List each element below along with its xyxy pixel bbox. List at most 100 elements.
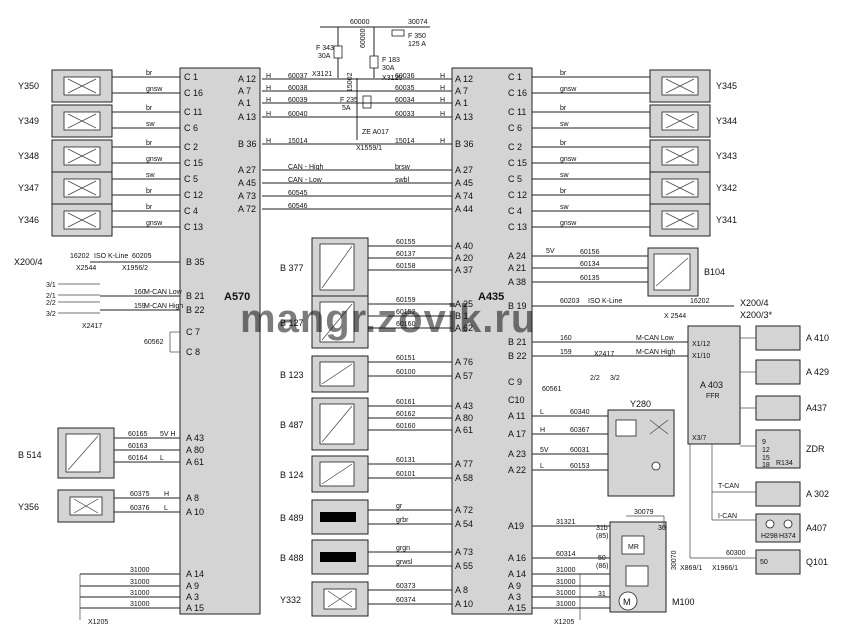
wire-number-label: brsw	[395, 164, 411, 171]
pin-label: A 61	[186, 457, 204, 467]
wire-number-label: 60031	[570, 447, 590, 454]
pin-label: A 27	[455, 165, 473, 175]
motor-symbol	[618, 591, 638, 611]
pin-label: C 4	[184, 206, 198, 216]
pin-label: A 12	[455, 74, 473, 84]
pin-label: A 77	[455, 459, 473, 469]
mcan-label: M-CAN High	[144, 303, 183, 310]
wire-number-label: 60038	[288, 85, 308, 92]
wire-60205-label: 60205	[132, 253, 152, 260]
conn-x1205-left-label: X1205	[88, 619, 108, 626]
conn-x2417-label: X2417	[594, 351, 614, 358]
valve-y280-sensor	[651, 461, 661, 471]
wire-color-label: gnsw	[146, 220, 163, 227]
sensor-b489-label: B 489	[280, 513, 304, 523]
pin-label: B 22	[508, 351, 527, 361]
zdr-pin-9: 9	[762, 439, 766, 446]
ican-label: I-CAN	[718, 513, 737, 520]
pin-label: A19	[508, 521, 524, 531]
kline-label: ISO K-Line	[588, 298, 622, 305]
wire-color-label: br	[560, 105, 567, 112]
pin-label: A 55	[455, 561, 473, 571]
sensor-y332-label: Y332	[280, 595, 301, 605]
pin-label: C 7	[186, 327, 200, 337]
module-a403	[687, 325, 741, 445]
pin-label: B 21	[186, 291, 205, 301]
pin-label: B 21	[508, 337, 527, 347]
conn-x2544-label: X2544	[76, 265, 96, 272]
m100-pin-50: 50	[598, 555, 606, 562]
wire-number-label: 60135	[580, 275, 600, 282]
zdr-pin-15: 15	[762, 455, 770, 462]
module-q101	[755, 549, 801, 575]
solenoid-label: Y348	[18, 151, 39, 161]
valve-y356-label: Y356	[18, 502, 39, 512]
module-zdr	[755, 429, 801, 469]
wire-number-label: 60100	[396, 369, 416, 376]
pin-label: B 22	[186, 305, 205, 315]
sensor-b104-label: B104	[704, 267, 725, 277]
pin-label: C 15	[508, 158, 527, 168]
solenoid-y348-symbol-line2	[67, 148, 97, 164]
wire-number-label: gr	[396, 503, 403, 510]
mcan-terminal-label: 3/1	[46, 282, 56, 289]
wire-30079-label: 30079	[634, 509, 654, 516]
sensor-b488-label: B 488	[280, 553, 304, 563]
solenoid-label: Y343	[716, 151, 737, 161]
lamp-h374	[783, 519, 793, 529]
watermark-text: mangr.zovik.ru	[240, 297, 536, 341]
pin-label: C 6	[508, 123, 522, 133]
pin-label: A 57	[455, 371, 473, 381]
level-label: H	[440, 85, 445, 92]
wire-60561-label: 60561	[542, 386, 562, 393]
wire-16202-label: 16202	[70, 253, 90, 260]
pin-label: A 7	[455, 86, 468, 96]
wire-number-label: 60153	[570, 463, 590, 470]
pin-label: B 19	[508, 301, 527, 311]
wire-number-label: 60545	[288, 190, 308, 197]
ecu-a435	[451, 67, 533, 615]
pin-label: C10	[508, 395, 525, 405]
fuse-f235-label: F 235	[340, 97, 358, 104]
module-a410	[755, 325, 801, 351]
wire-number-label: 60036	[395, 73, 415, 80]
pin-label: A 14	[186, 569, 204, 579]
wire-number-label: 31000	[130, 590, 150, 597]
conn-x3-7-label: X3/7	[692, 435, 707, 442]
motor-m-letter: M	[623, 597, 631, 607]
module-a302-label: A 302	[806, 489, 829, 499]
lamp-h298	[765, 519, 775, 529]
wire-color-label: br	[146, 188, 153, 195]
pin-label: A 16	[508, 553, 526, 563]
wire-number-label: grwsl	[396, 559, 413, 566]
pin-label: A 1	[455, 98, 468, 108]
conn-x1-10-label: X1/10	[692, 353, 710, 360]
solenoid-y347-symbol-line2	[67, 180, 97, 196]
wire-color-label: br	[146, 70, 153, 77]
zdr-pin-12: 12	[762, 447, 770, 454]
module-a403-label: A 403	[700, 380, 723, 390]
wire-60300-label: 60300	[726, 550, 746, 557]
solenoid-label: Y344	[716, 116, 737, 126]
wire-number-label: 60151	[396, 355, 416, 362]
wire-number-label: 60373	[396, 583, 416, 590]
q101-pin-label: 50	[760, 559, 768, 566]
solenoid-y345-symbol-line2	[665, 78, 695, 94]
pin-label: B 35	[186, 257, 205, 267]
sensor-b123-symbol-line	[321, 363, 353, 385]
wire-color-label: gnsw	[560, 86, 577, 93]
pin-label: C 11	[508, 107, 526, 117]
sensor-b514-label: B 514	[18, 450, 42, 460]
starter-solenoid	[625, 565, 649, 587]
conn-x2544-label: X 2544	[664, 313, 686, 320]
conn-x3121-label: X3121	[312, 71, 332, 78]
wire-60000-label: 60000	[350, 19, 370, 26]
mcan-terminal-label: 3/2	[46, 311, 56, 318]
wire-number-label: 31000	[556, 567, 576, 574]
pin-label: A 3	[186, 592, 199, 602]
zdr-pin-18: 18	[762, 462, 770, 469]
wire-15002-label: 15002	[347, 72, 354, 92]
module-a410-label: A 410	[806, 333, 829, 343]
pin-label: A 22	[508, 465, 526, 475]
pin-label: A 14	[508, 569, 526, 579]
